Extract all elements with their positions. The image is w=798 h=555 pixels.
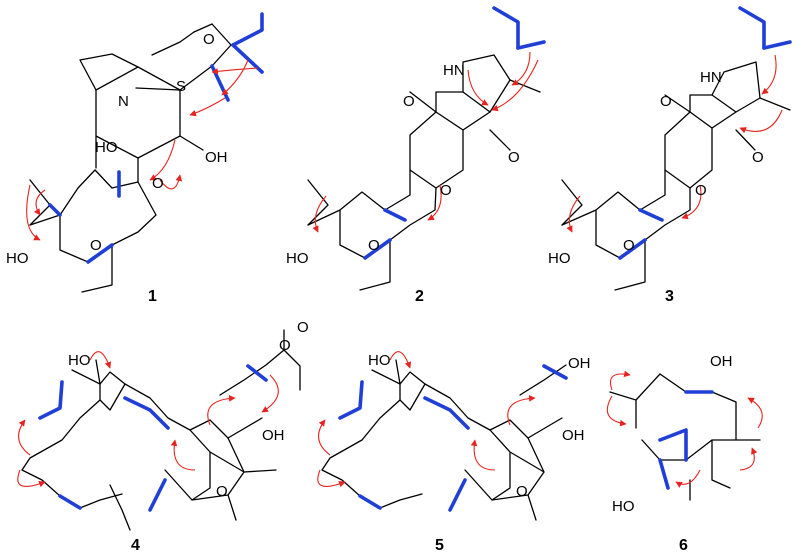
atom-label: O	[623, 237, 635, 254]
compound-1-cosy	[48, 12, 264, 264]
atom-label: O	[440, 182, 452, 199]
atom-label: OH	[562, 427, 585, 444]
atom-label: O	[660, 93, 672, 110]
atom-label: HO	[368, 352, 391, 369]
atom-label: HO	[548, 250, 571, 267]
compound-5-hmbc	[317, 351, 536, 488]
atom-label: O	[368, 237, 380, 254]
compound-3-skeleton	[561, 61, 791, 291]
compound-1: HO HO OH O O O S N 1	[6, 12, 264, 305]
compound-4-skeleton	[21, 329, 301, 531]
compound-4-cosy	[38, 364, 268, 512]
atom-label: OH	[262, 427, 285, 444]
atom-label: OH	[710, 353, 733, 370]
compound-5-skeleton	[321, 359, 567, 521]
atom-label: O	[90, 237, 102, 254]
compound-5-atoms: HO OH OH O	[368, 352, 591, 500]
compound-label: 5	[435, 537, 444, 554]
compound-2-cosy	[363, 6, 546, 260]
compound-6: OH HO 6	[606, 353, 763, 554]
atom-label: HO	[6, 250, 29, 267]
compound-3-hmbc	[566, 54, 783, 233]
compound-1-skeleton	[29, 23, 263, 293]
atom-label: O	[203, 31, 215, 48]
compound-6-atoms: OH HO	[612, 353, 733, 515]
compound-3: HO HN O O O O 3	[548, 6, 792, 305]
atom-label: O	[403, 93, 415, 110]
compound-2: HO HN O O O O 2	[286, 6, 546, 305]
compound-2-skeleton	[307, 54, 541, 291]
atom-label: S	[176, 78, 186, 95]
atom-label: O	[516, 483, 528, 500]
atom-label: O	[279, 337, 291, 354]
compound-label: 2	[415, 288, 424, 305]
compound-label: 1	[148, 288, 157, 305]
atom-label: O	[695, 182, 707, 199]
compound-6-cosy	[658, 390, 714, 490]
compound-4: HO OH O O O 4	[17, 319, 309, 554]
compound-2-hmbc	[312, 51, 539, 233]
compound-1-hmbc	[26, 59, 259, 241]
compound-5: HO OH OH O 5	[317, 351, 591, 554]
compound-1-atoms: HO HO OH O O O S N	[6, 31, 228, 267]
compound-label: 6	[679, 537, 688, 554]
compound-label: 4	[131, 537, 140, 554]
atom-label: HN	[443, 62, 465, 79]
compound-label: 3	[665, 288, 674, 305]
atom-label: HO	[612, 498, 635, 515]
atom-label: HO	[286, 250, 309, 267]
atom-label: O	[216, 483, 228, 500]
atom-label: O	[297, 319, 309, 336]
atom-label: O	[752, 149, 764, 166]
compound-3-atoms: HO HN O O O O	[548, 69, 764, 267]
atom-label: HO	[68, 352, 91, 369]
compound-4-hmbc	[17, 351, 279, 488]
compound-2-atoms: HO HN O O O O	[286, 62, 520, 267]
atom-label: OH	[568, 355, 591, 372]
atom-label: HO	[95, 139, 118, 156]
compound-3-cosy	[618, 6, 792, 260]
compound-5-cosy	[338, 364, 568, 512]
compound-4-atoms: HO OH O O O	[68, 319, 309, 500]
compound-6-hmbc	[606, 370, 763, 488]
atom-label: HN	[700, 69, 722, 86]
atom-label: N	[118, 93, 129, 110]
atom-label: O	[508, 149, 520, 166]
atom-label: O	[152, 175, 164, 192]
atom-label: OH	[205, 149, 228, 166]
